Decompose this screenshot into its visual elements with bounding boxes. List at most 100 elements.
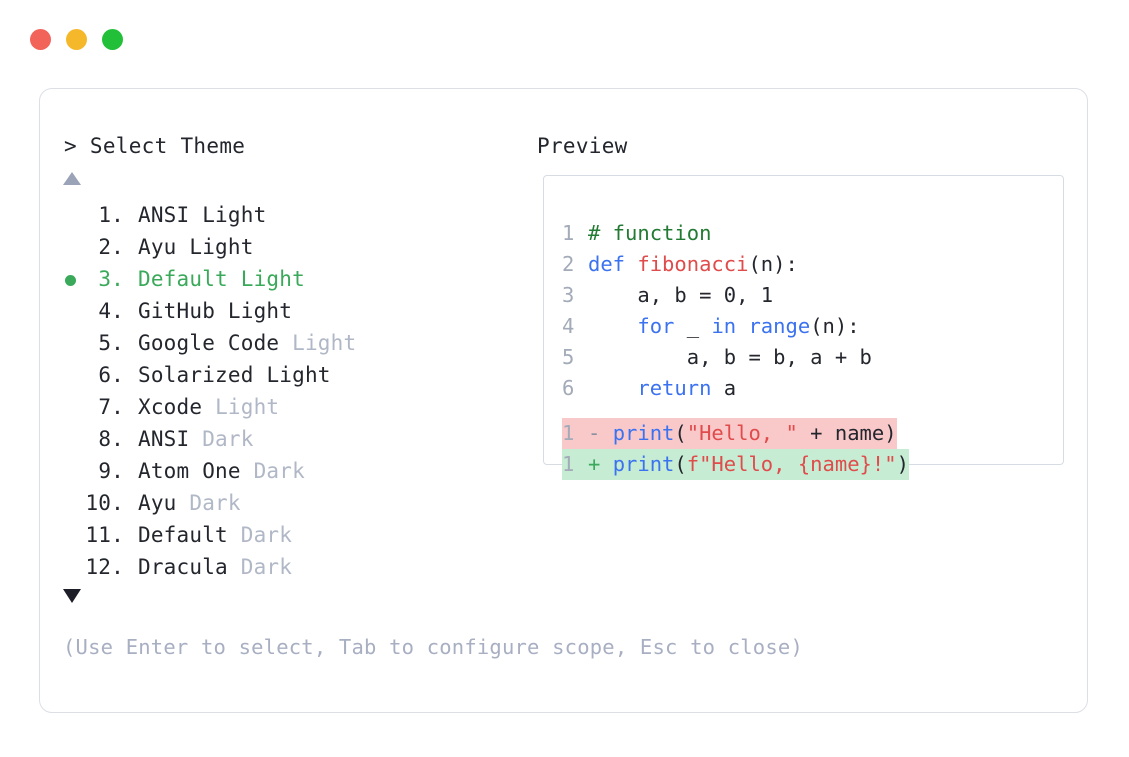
- diff-marker: -: [588, 421, 613, 445]
- preview-panel-label: Preview: [537, 134, 628, 158]
- theme-list-item[interactable]: 12. Dracula Dark: [40, 551, 510, 583]
- diff-token: print: [612, 452, 675, 476]
- theme-item-variant: Dark: [202, 427, 254, 451]
- theme-item-name: Ayu Dark: [138, 491, 241, 515]
- theme-item-variant: Light: [240, 267, 305, 291]
- diff-line: 1 - print("Hello, " + name): [562, 418, 897, 449]
- scroll-down-arrow-icon[interactable]: [63, 589, 81, 603]
- theme-item-name: Default Dark: [138, 523, 293, 547]
- code-line-number: 3: [562, 283, 587, 307]
- code-token: [588, 376, 637, 400]
- diff-token: ): [896, 452, 909, 476]
- diff-sample: 1 - print("Hello, " + name)1 + print(f"H…: [562, 418, 909, 480]
- theme-list-item[interactable]: 9. Atom One Dark: [40, 455, 510, 487]
- theme-item-variant: Dark: [240, 555, 293, 579]
- theme-list-item[interactable]: 1. ANSI Light: [40, 199, 510, 231]
- code-token: a, b = 0, 1: [588, 283, 774, 307]
- code-line-number: 2: [562, 252, 587, 276]
- theme-list-item[interactable]: 3. Default Light: [40, 263, 510, 295]
- theme-item-variant: Light: [189, 235, 254, 259]
- code-token: [588, 314, 637, 338]
- theme-item-name: Solarized Light: [138, 363, 331, 387]
- code-line: 3 a, b = 0, 1: [562, 280, 872, 311]
- minimize-window-button[interactable]: [66, 29, 87, 50]
- diff-token: + name): [797, 421, 897, 445]
- theme-item-number: 8.: [98, 427, 124, 451]
- code-token: return: [637, 376, 712, 400]
- theme-list-item[interactable]: 2. Ayu Light: [40, 231, 510, 263]
- theme-item-number: 12.: [85, 555, 124, 579]
- theme-item-number: 9.: [98, 459, 124, 483]
- code-token: a: [711, 376, 737, 400]
- theme-item-name: Default Light: [138, 267, 305, 291]
- window-traffic-lights: [30, 29, 123, 50]
- theme-list-item[interactable]: 7. Xcode Light: [40, 391, 510, 423]
- code-token: for: [637, 314, 675, 338]
- code-token: range: [748, 314, 811, 338]
- diff-token: "Hello, ": [686, 421, 798, 445]
- code-line: 4 for _ in range(n):: [562, 311, 872, 342]
- theme-item-variant: Light: [202, 203, 267, 227]
- theme-item-name: Google Code Light: [138, 331, 357, 355]
- theme-item-variant: Light: [292, 331, 357, 355]
- theme-item-name: Dracula Dark: [138, 555, 293, 579]
- select-theme-prompt-label: > Select Theme: [64, 134, 246, 158]
- code-token: in: [711, 314, 737, 338]
- theme-item-name: Ayu Light: [138, 235, 254, 259]
- code-token: fibonacci: [637, 252, 749, 276]
- code-token: a, b = b, a + b: [588, 345, 872, 369]
- code-line-number: 6: [562, 376, 587, 400]
- theme-list-item[interactable]: 8. ANSI Dark: [40, 423, 510, 455]
- theme-list-item[interactable]: 4. GitHub Light: [40, 295, 510, 327]
- theme-item-number: 6.: [98, 363, 124, 387]
- diff-token: (: [674, 421, 687, 445]
- theme-item-number: 3.: [98, 267, 124, 291]
- code-token: _: [674, 314, 712, 338]
- theme-item-number: 7.: [98, 395, 124, 419]
- diff-token: f"Hello, {name}!": [686, 452, 897, 476]
- theme-item-variant: Light: [227, 299, 293, 323]
- diff-token: print: [612, 421, 675, 445]
- theme-picker-card: > Select Theme Preview 1. ANSI Light 2. Ayu…: [39, 88, 1088, 713]
- diff-line-number: 1: [562, 421, 587, 445]
- theme-item-variant: Light: [215, 395, 280, 419]
- diff-marker: +: [588, 452, 613, 476]
- theme-item-number: 5.: [98, 331, 124, 355]
- theme-item-variant: Light: [266, 363, 331, 387]
- code-line: 1 # function: [562, 218, 872, 249]
- diff-line: 1 + print(f"Hello, {name}!"): [562, 449, 909, 480]
- theme-item-number: 2.: [98, 235, 124, 259]
- theme-item-number: 4.: [98, 299, 124, 323]
- code-token: [736, 314, 748, 338]
- theme-item-variant: Dark: [253, 459, 305, 483]
- selected-bullet-icon: [65, 275, 76, 286]
- theme-list-item[interactable]: 5. Google Code Light: [40, 327, 510, 359]
- theme-item-number: 10.: [85, 491, 124, 515]
- code-line-number: 1: [562, 221, 587, 245]
- theme-item-name: Atom One Dark: [138, 459, 305, 483]
- code-token: # function: [588, 221, 712, 245]
- theme-item-name: GitHub Light: [138, 299, 293, 323]
- code-line: 2 def fibonacci(n):: [562, 249, 872, 280]
- code-token: (n):: [810, 314, 860, 338]
- code-line: 6 return a: [562, 373, 872, 404]
- theme-list[interactable]: 1. ANSI Light 2. Ayu Light 3. Default Light 4.…: [40, 199, 510, 583]
- diff-token: (: [674, 452, 687, 476]
- theme-item-number: 1.: [98, 203, 124, 227]
- theme-list-item[interactable]: 11. Default Dark: [40, 519, 510, 551]
- theme-item-name: ANSI Dark: [138, 427, 254, 451]
- code-line: 5 a, b = b, a + b: [562, 342, 872, 373]
- theme-list-item[interactable]: 10. Ayu Dark: [40, 487, 510, 519]
- theme-item-variant: Dark: [189, 491, 241, 515]
- scroll-up-arrow-icon[interactable]: [63, 172, 81, 185]
- theme-item-name: Xcode Light: [138, 395, 280, 419]
- maximize-window-button[interactable]: [102, 29, 123, 50]
- theme-list-item[interactable]: 6. Solarized Light: [40, 359, 510, 391]
- code-line-number: 4: [562, 314, 587, 338]
- close-window-button[interactable]: [30, 29, 51, 50]
- theme-item-name: ANSI Light: [138, 203, 267, 227]
- theme-item-number: 11.: [85, 523, 124, 547]
